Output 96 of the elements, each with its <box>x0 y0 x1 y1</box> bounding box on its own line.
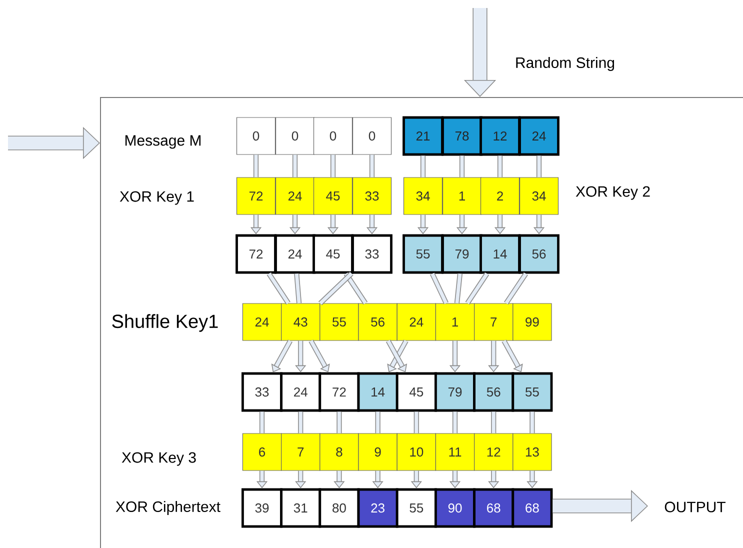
number-cell: 12 <box>480 116 520 156</box>
row-label: Message M <box>125 135 200 149</box>
number-cell: 55 <box>396 488 437 528</box>
number-cell: 9 <box>358 433 398 471</box>
number-cell: 31 <box>280 488 322 528</box>
connector-line <box>497 156 503 178</box>
number-cell: 33 <box>352 177 392 215</box>
number-cell: 24 <box>518 116 560 156</box>
number-cell: 12 <box>474 433 514 471</box>
connector-line <box>259 412 265 434</box>
number-cell: 0 <box>275 117 315 155</box>
connector-line <box>266 272 290 305</box>
number-cell: 55 <box>320 303 359 341</box>
arrow <box>488 470 500 488</box>
connector-line <box>336 412 342 434</box>
row-label: OUTPUT <box>664 502 726 512</box>
row-label: XOR Ciphertext <box>116 501 220 515</box>
number-cell: 34 <box>519 177 559 215</box>
row-label: Random String <box>516 57 614 71</box>
arrow <box>308 340 330 372</box>
number-cell: 14 <box>480 234 520 274</box>
number-cell: 56 <box>473 372 514 412</box>
connector-line <box>504 272 528 305</box>
number-cell: 79 <box>434 372 476 412</box>
number-cell: 79 <box>442 234 482 274</box>
connector-line <box>330 154 336 178</box>
number-cell: 56 <box>358 303 398 341</box>
number-cell: 80 <box>318 488 360 528</box>
number-cell: 55 <box>512 372 553 412</box>
number-cell: 90 <box>434 488 476 528</box>
number-cell: 10 <box>396 433 436 471</box>
connector-line <box>294 273 302 304</box>
number-cell: 24 <box>275 177 315 215</box>
connector-line <box>536 156 542 178</box>
number-cell: 0 <box>236 117 276 155</box>
number-cell: 72 <box>236 177 276 215</box>
number-cell: 24 <box>274 234 316 274</box>
number-cell: 2 <box>480 177 520 215</box>
connector-line <box>420 156 426 178</box>
number-cell: 39 <box>242 488 282 528</box>
connector-line <box>292 154 298 178</box>
connector-line <box>530 412 535 434</box>
connector-line <box>459 156 465 178</box>
number-cell: 55 <box>402 234 444 274</box>
connector-line <box>491 412 496 434</box>
number-cell: 43 <box>281 303 320 341</box>
arrow <box>502 340 523 372</box>
connector-line <box>369 154 375 178</box>
number-cell: 33 <box>352 234 392 274</box>
connector-line <box>375 412 380 434</box>
number-cell: 1 <box>435 303 475 341</box>
number-cell: 68 <box>512 488 553 528</box>
number-cell: 8 <box>320 433 359 471</box>
number-cell: 45 <box>313 177 353 215</box>
row-label: XOR Key 3 <box>122 452 196 466</box>
arrow <box>488 340 500 372</box>
number-cell: 14 <box>357 372 398 412</box>
row-label: XOR Key 1 <box>120 191 194 205</box>
connector-line <box>452 412 458 434</box>
number-cell: 78 <box>442 116 482 156</box>
number-cell: 45 <box>396 372 437 412</box>
arrow <box>295 470 306 488</box>
number-cell: 99 <box>512 303 552 341</box>
connector-line <box>253 154 259 178</box>
number-cell: 6 <box>242 433 282 471</box>
number-cell: 56 <box>518 234 560 274</box>
number-cell: 23 <box>357 488 398 528</box>
number-cell: 0 <box>313 117 353 155</box>
number-cell: 72 <box>318 372 360 412</box>
number-cell: 24 <box>280 372 322 412</box>
arrow <box>271 340 292 372</box>
number-cell: 1 <box>442 177 482 215</box>
connector-line <box>318 272 354 306</box>
number-cell: 34 <box>403 177 443 215</box>
number-cell: 45 <box>312 234 354 274</box>
row-label: Shuffle Key1 <box>112 314 218 332</box>
connector-line <box>465 272 490 305</box>
connector-line <box>430 272 448 304</box>
number-cell: 7 <box>474 303 514 341</box>
number-cell: 21 <box>402 116 444 156</box>
number-cell: 0 <box>352 117 392 155</box>
number-cell: 72 <box>236 234 276 274</box>
number-cell: 13 <box>512 433 552 471</box>
connector-line <box>298 412 304 434</box>
row-label: XOR Key 2 <box>576 186 650 200</box>
connector-line <box>454 273 463 304</box>
connector-line <box>344 272 368 305</box>
number-cell: 24 <box>242 303 282 341</box>
connector-line <box>414 412 419 434</box>
frame-box <box>100 97 743 548</box>
number-cell: 11 <box>435 433 475 471</box>
number-cell: 7 <box>281 433 320 471</box>
arrow <box>295 340 306 372</box>
number-cell: 24 <box>396 303 436 341</box>
number-cell: 33 <box>242 372 282 412</box>
number-cell: 68 <box>473 488 514 528</box>
